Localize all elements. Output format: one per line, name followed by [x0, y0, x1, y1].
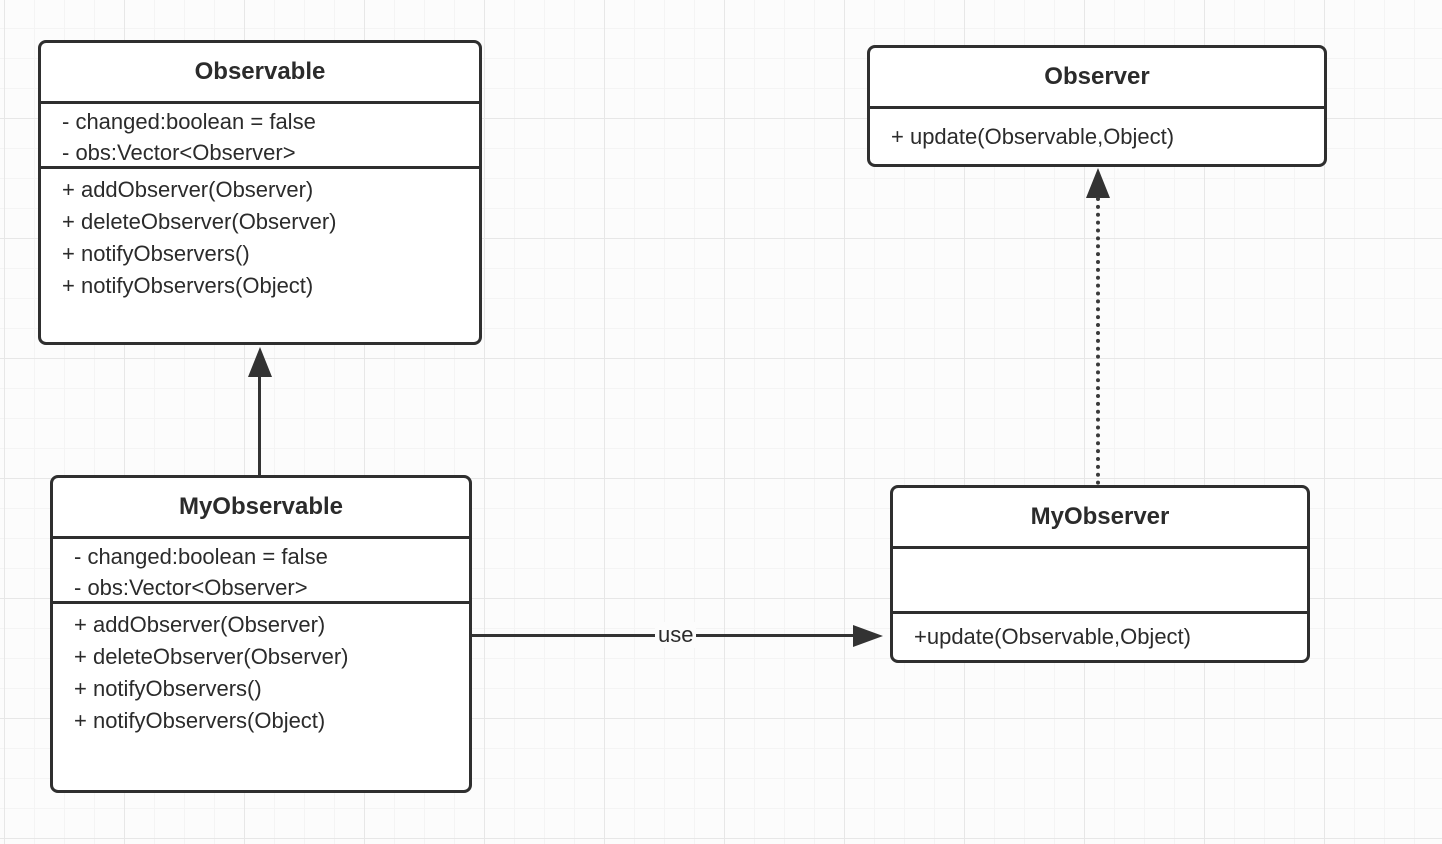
class-box-my-observable[interactable]: MyObservable - changed:boolean = false -…: [50, 475, 472, 793]
attributes-compartment: - changed:boolean = false - obs:Vector<O…: [41, 101, 479, 166]
class-name-my-observer: MyObserver: [1030, 503, 1170, 530]
method-line: + notifyObservers(): [62, 241, 250, 266]
methods-compartment: +update(Observable,Object): [893, 611, 1307, 660]
edge-dotted-line: [1096, 197, 1100, 485]
method-line: + notifyObservers(): [74, 676, 262, 701]
method-line: + deleteObserver(Observer): [74, 644, 349, 669]
arrowhead-up-icon: [1086, 168, 1110, 198]
arrowhead-up-icon: [248, 347, 272, 377]
attribute-line: - changed:boolean = false: [74, 544, 328, 569]
class-name-my-observable: MyObservable: [178, 493, 344, 520]
method-line: +update(Observable,Object): [914, 624, 1191, 649]
method-line: + addObserver(Observer): [74, 612, 326, 637]
class-name-observable: Observable: [194, 58, 326, 85]
method-line: + notifyObservers(Object): [62, 273, 314, 298]
methods-compartment: + addObserver(Observer) + deleteObserver…: [53, 601, 469, 790]
attribute-line: - changed:boolean = false: [62, 109, 316, 134]
methods-compartment: + update(Observable,Object): [870, 106, 1324, 164]
attribute-line: - obs:Vector<Observer>: [74, 575, 308, 600]
edge-line: [258, 374, 261, 475]
arrowhead-right-icon: [853, 625, 883, 647]
attribute-line: - obs:Vector<Observer>: [62, 140, 296, 165]
method-line: + deleteObserver(Observer): [62, 209, 337, 234]
edge-label-use: use: [655, 622, 697, 648]
attributes-compartment-empty: [893, 546, 1307, 611]
method-line: + addObserver(Observer): [62, 177, 314, 202]
attributes-compartment: - changed:boolean = false - obs:Vector<O…: [53, 536, 469, 601]
method-line: + update(Observable,Object): [891, 123, 1175, 149]
class-box-observer[interactable]: Observer + update(Observable,Object): [867, 45, 1327, 167]
class-name-observer: Observer: [1044, 63, 1150, 90]
class-box-observable[interactable]: Observable - changed:boolean = false - o…: [38, 40, 482, 345]
method-line: + notifyObservers(Object): [74, 708, 326, 733]
class-box-my-observer[interactable]: MyObserver +update(Observable,Object): [890, 485, 1310, 663]
methods-compartment: + addObserver(Observer) + deleteObserver…: [41, 166, 479, 342]
